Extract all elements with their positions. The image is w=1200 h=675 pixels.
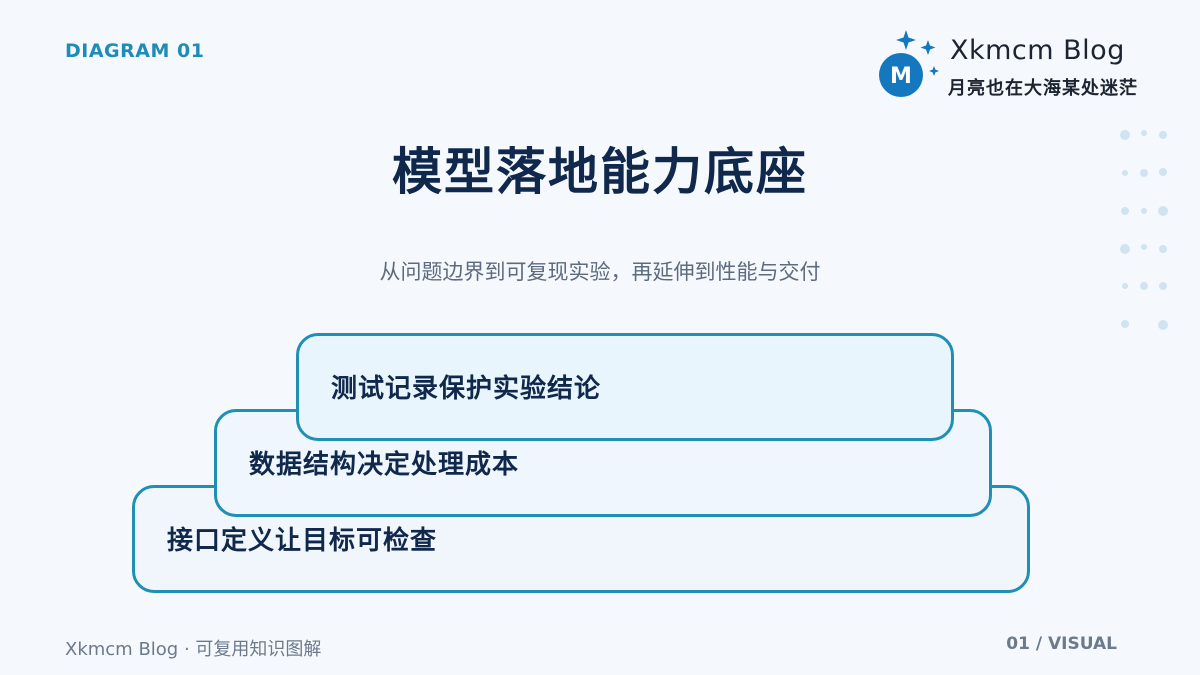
layer-label: 数据结构决定处理成本 <box>249 450 520 480</box>
brand-tagline: 月亮也在大海某处迷茫 <box>948 78 1138 99</box>
diagram-tag: DIAGRAM 01 <box>65 40 205 62</box>
brand-name: Xkmcm Blog <box>950 35 1125 66</box>
layer-test-records[interactable]: 测试记录保护实验结论 <box>296 333 954 441</box>
layer-label: 测试记录保护实验结论 <box>331 374 602 404</box>
footer-brand: Xkmcm Blog · 可复用知识图解 <box>65 639 322 660</box>
logo-letter: M <box>890 64 912 89</box>
logo-mark-icon: M <box>879 30 939 97</box>
footer-page-label: 01 / VISUAL <box>1006 634 1117 654</box>
page-subtitle: 从问题边界到可复现实验，再延伸到性能与交付 <box>379 260 821 284</box>
brand-logo[interactable]: M Xkmcm Blog 月亮也在大海某处迷茫 <box>872 26 1162 106</box>
decorative-dots <box>1120 130 1168 330</box>
page-title: 模型落地能力底座 <box>392 143 808 201</box>
layer-label: 接口定义让目标可检查 <box>167 526 438 556</box>
